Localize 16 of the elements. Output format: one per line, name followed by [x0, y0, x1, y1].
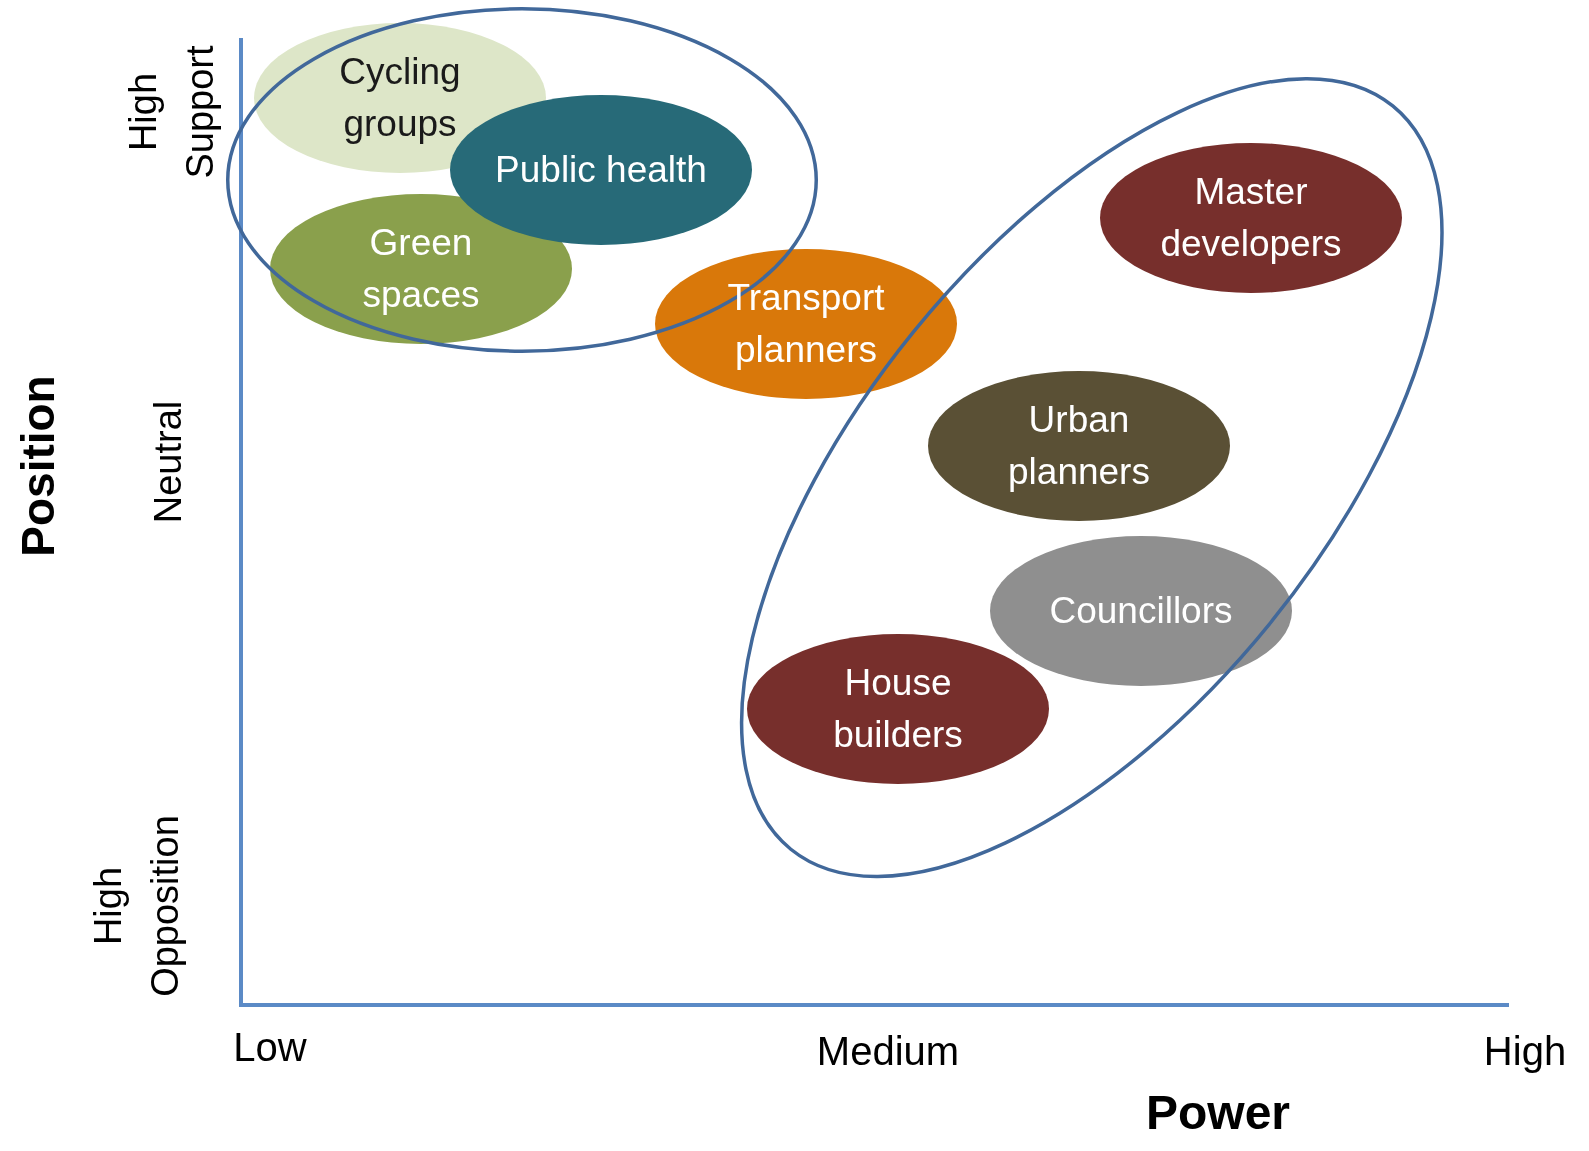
axis-tick-label: Low [232, 1024, 308, 1070]
stakeholder-label: Public health [495, 148, 707, 193]
stakeholder-label: Transport planners [726, 276, 886, 372]
axis-title: Power [1144, 1085, 1291, 1141]
stakeholder-label: Green spaces [361, 221, 481, 317]
stakeholder-label: Cycling groups [338, 50, 462, 146]
axis-tick-label: High Support [121, 44, 222, 181]
axis-tick-label: Neutral [147, 399, 191, 526]
stakeholder-label: House builders [832, 661, 964, 757]
stakeholder-label: Councillors [1049, 589, 1233, 634]
stakeholder-label: Master developers [1159, 170, 1343, 266]
stakeholder-label: Urban planners [1007, 398, 1151, 494]
axis-tick-label: High Opposition [86, 814, 187, 999]
axis-tick-label: High [1482, 1028, 1568, 1074]
axis-title: Position [11, 374, 65, 559]
axis-tick-label: Medium [815, 1028, 961, 1074]
